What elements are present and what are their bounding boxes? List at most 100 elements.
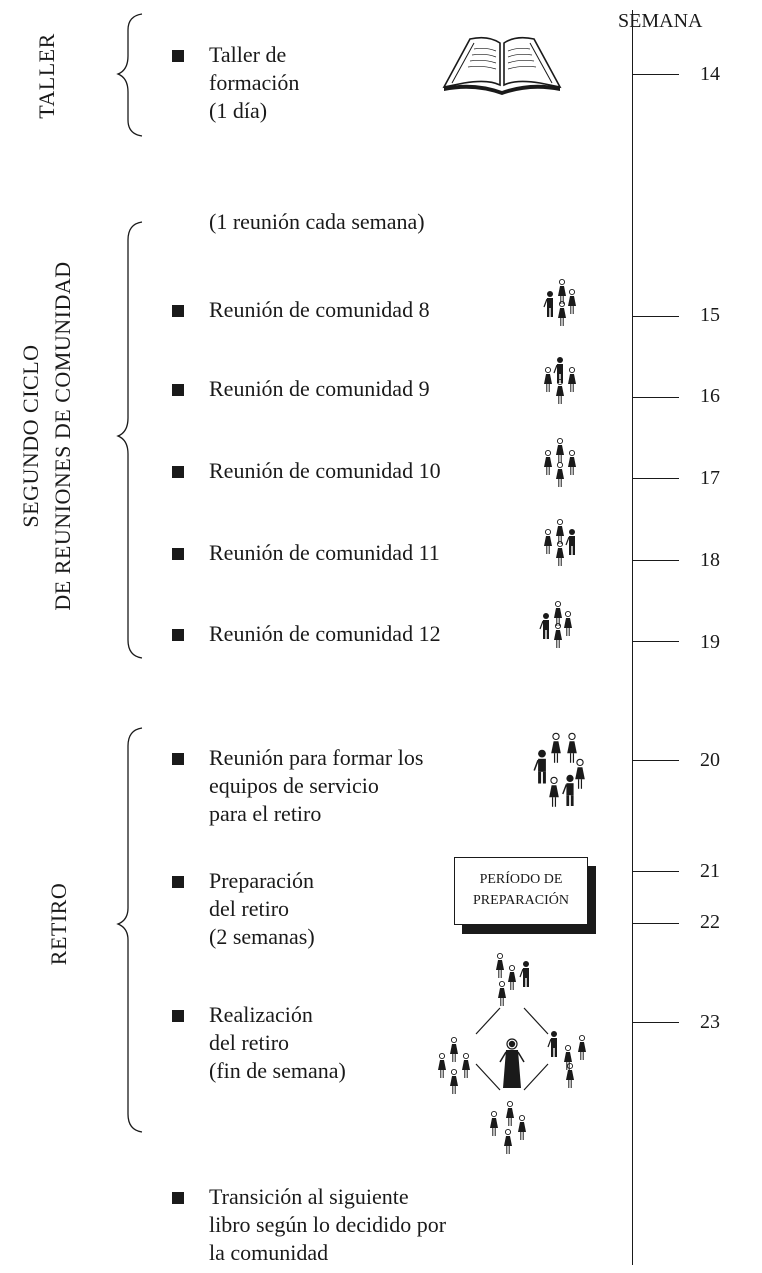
person-figure [539, 613, 549, 639]
section-label-line: SEGUNDO CICLO [18, 344, 43, 528]
person-figure [504, 1128, 512, 1154]
person-figure [543, 291, 553, 317]
week-label: 15 [700, 304, 720, 326]
item-text: Transición al siguiente libro según lo d… [209, 1183, 446, 1267]
person-figure [438, 1052, 446, 1078]
item-line: (2 semanas) [209, 924, 315, 949]
person-figure [564, 610, 572, 636]
person-figure [568, 449, 576, 475]
person-figure [508, 964, 516, 990]
item-line: Realización [209, 1002, 313, 1027]
person-figure [575, 758, 585, 789]
bullet [172, 629, 184, 641]
person-figure [544, 528, 552, 554]
week-tick [633, 560, 679, 561]
person-figure [564, 1044, 572, 1070]
person-figure [496, 952, 504, 978]
bullet [172, 753, 184, 765]
person-figure [568, 288, 576, 314]
section-label-segundo-ciclo: SEGUNDO CICLO DE REUNIONES DE COMUNIDAD [15, 261, 79, 610]
week-label: 20 [700, 749, 720, 771]
person-figure [556, 461, 564, 487]
item-text: Taller de formación (1 día) [209, 41, 299, 125]
item-line: equipos de servicio [209, 773, 379, 798]
week-label: 22 [700, 911, 720, 933]
box-line: PERÍODO DE [479, 872, 563, 887]
item-line: Preparación [209, 868, 315, 893]
week-tick [633, 478, 679, 479]
people-group-icon [544, 518, 575, 566]
diamond-line [523, 1063, 549, 1091]
axis-title: SEMANA [618, 10, 703, 32]
person-figure [556, 437, 564, 463]
diamond-line [523, 1007, 549, 1035]
diamond-line [475, 1007, 501, 1035]
person-figure [554, 622, 562, 648]
preparation-period-box: PERÍODO DE PREPARACIÓN [454, 857, 588, 925]
item-text: Reunión para formar los equipos de servi… [209, 744, 423, 828]
person-figure [578, 1034, 586, 1060]
person-figure [565, 529, 575, 555]
central-figure [499, 1038, 525, 1088]
item-line: Taller de [209, 42, 287, 67]
week-tick [633, 316, 679, 317]
item-line: Reunión para formar los [209, 745, 424, 770]
people-group-icon [543, 278, 576, 326]
box-line: PREPARACIÓN [473, 893, 569, 908]
item-line: Transición al siguiente [209, 1184, 409, 1209]
person-figure [498, 980, 506, 1006]
brace-taller [116, 13, 143, 137]
person-figure [556, 518, 564, 544]
week-label: 19 [700, 631, 720, 653]
person-figure [450, 1068, 458, 1094]
week-label: 14 [700, 63, 720, 85]
person-figure [558, 300, 566, 326]
week-label: 23 [700, 1011, 720, 1033]
week-tick [633, 641, 679, 642]
people-group-icon [539, 600, 572, 648]
people-group-icon [544, 357, 576, 404]
item-text: Reunión de comunidad 8 [209, 297, 430, 322]
bullet [172, 384, 184, 396]
people-group-icon [544, 437, 576, 487]
diamond-line [475, 1063, 501, 1091]
person-figure [551, 732, 561, 763]
person-figure [519, 961, 529, 987]
week-label: 21 [700, 860, 720, 882]
week-tick [633, 74, 679, 75]
person-figure [554, 600, 562, 626]
item-text: Reunión de comunidad 9 [209, 376, 430, 401]
person-figure [567, 732, 577, 763]
team-people-icon [533, 732, 585, 807]
item-text: Preparación del retiro (2 semanas) [209, 867, 315, 951]
item-line: para el retiro [209, 801, 322, 826]
person-figure [553, 357, 563, 383]
bullet [172, 1192, 184, 1204]
brace-segundo-ciclo [116, 221, 143, 659]
person-figure [558, 278, 566, 304]
item-line: (1 día) [209, 98, 268, 123]
person-figure [568, 366, 576, 392]
week-tick [633, 871, 679, 872]
week-tick [633, 760, 679, 761]
brace-retiro [116, 727, 143, 1133]
person-figure [547, 1031, 557, 1057]
section-label-taller: TALLER [34, 33, 59, 119]
bullet [172, 548, 184, 560]
retreat-circle-icon [438, 952, 586, 1154]
item-line: formación [209, 70, 300, 95]
person-figure [544, 366, 552, 392]
section-label-line: DE REUNIONES DE COMUNIDAD [50, 261, 75, 611]
week-label: 16 [700, 385, 720, 407]
person-figure [556, 378, 564, 404]
bullet [172, 876, 184, 888]
item-line: libro según lo decidido por [209, 1212, 447, 1237]
person-figure [562, 774, 574, 806]
item-line: del retiro [209, 896, 290, 921]
person-figure [544, 449, 552, 475]
person-figure [533, 749, 546, 784]
section-label-retiro: RETIRO [46, 882, 71, 966]
person-figure [556, 540, 564, 566]
person-figure [549, 776, 559, 807]
weekly-note: (1 reunión cada semana) [209, 209, 425, 234]
